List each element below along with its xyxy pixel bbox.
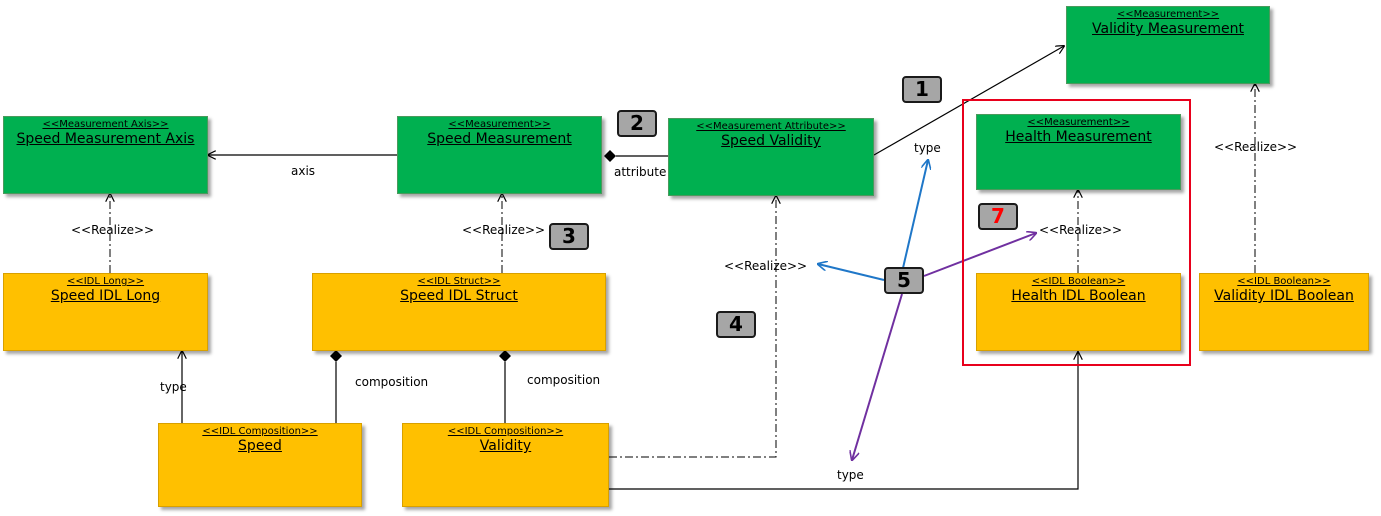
type-label-speed: type [160,380,187,394]
stereotype-label: <<IDL Struct>> [417,276,501,287]
realize-label-idl-long: <<Realize>> [71,223,155,237]
composition-label-validity: composition [527,373,601,387]
box-title: Health Measurement [1005,129,1152,145]
speed-measurement-box[interactable]: <<Measurement>> Speed Measurement [397,116,602,194]
attribute-diamond [604,150,616,162]
box-title: Speed Validity [721,133,821,149]
box-title: Validity IDL Boolean [1214,288,1354,304]
speed-validity-box[interactable]: <<Measurement Attribute>> Speed Validity [668,118,874,196]
health-idl-boolean-box[interactable]: <<IDL Boolean>> Health IDL Boolean [976,273,1181,351]
stereotype-label: <<IDL Composition>> [447,426,564,437]
callout-badge-1: 1 [902,76,942,103]
box-title: Speed Measurement [427,131,572,147]
type-label-upper: type [914,141,941,155]
callout-arrow-blue-type [902,160,928,269]
stereotype-label: <<Measurement Axis>> [42,119,169,130]
speed-idl-long-box[interactable]: <<IDL Long>> Speed IDL Long [3,273,208,351]
callout-badge-2: 2 [617,110,657,137]
composition-label-speed: composition [355,375,429,389]
stereotype-label: <<IDL Boolean>> [1031,276,1126,287]
box-title: Speed Measurement Axis [16,131,195,147]
callout-arrow-purple-type [852,293,903,460]
box-title: Speed IDL Struct [400,288,518,304]
speed-measurement-axis-box[interactable]: <<Measurement Axis>> Speed Measurement A… [3,116,208,194]
attribute-label: attribute [614,165,667,179]
stereotype-label: <<IDL Long>> [66,276,145,287]
box-title: Speed IDL Long [50,288,161,304]
callout-arrow-blue-realize [818,264,885,281]
callout-arrow-purple-realize [923,233,1036,277]
axis-label: axis [291,164,316,178]
box-title: Speed [238,438,282,454]
callout-badge-4: 4 [716,311,756,338]
realize-label-validity-boolean: <<Realize>> [1214,140,1298,154]
realize-label-health: <<Realize>> [1039,223,1123,237]
validity-idl-boolean-box[interactable]: <<IDL Boolean>> Validity IDL Boolean [1199,273,1369,351]
box-title: Validity [479,438,532,454]
callout-badge-3: 3 [549,223,589,250]
speed-idl-struct-box[interactable]: <<IDL Struct>> Speed IDL Struct [312,273,606,351]
box-title: Health IDL Boolean [1011,288,1146,304]
type-link-validity [609,352,1078,490]
stereotype-label: <<Measurement>> [448,119,551,130]
realize-link-validity [609,196,776,458]
speed-composition-box[interactable]: <<IDL Composition>> Speed [158,423,362,507]
highlight-frame [962,99,1191,366]
callout-badge-5: 5 [884,267,924,294]
stereotype-label: <<Measurement>> [1027,117,1130,128]
callout-badge-7: 7 [978,203,1018,230]
stereotype-label: <<Measurement Attribute>> [696,121,846,132]
composition-diamond-validity [499,350,511,362]
composition-diamond-speed [330,350,342,362]
stereotype-label: <<IDL Composition>> [202,426,318,437]
box-title: Validity Measurement [1092,21,1244,37]
type-label-lower: type [837,468,864,482]
realize-label-idl-struct: <<Realize>> [462,223,546,237]
stereotype-label: <<Measurement>> [1116,9,1220,20]
health-measurement-box[interactable]: <<Measurement>> Health Measurement [976,114,1181,190]
stereotype-label: <<IDL Boolean>> [1237,276,1331,287]
validity-composition-box[interactable]: <<IDL Composition>> Validity [402,423,609,507]
realize-label-speed-validity: <<Realize>> [724,259,808,273]
validity-measurement-box[interactable]: <<Measurement>> Validity Measurement [1066,6,1270,84]
